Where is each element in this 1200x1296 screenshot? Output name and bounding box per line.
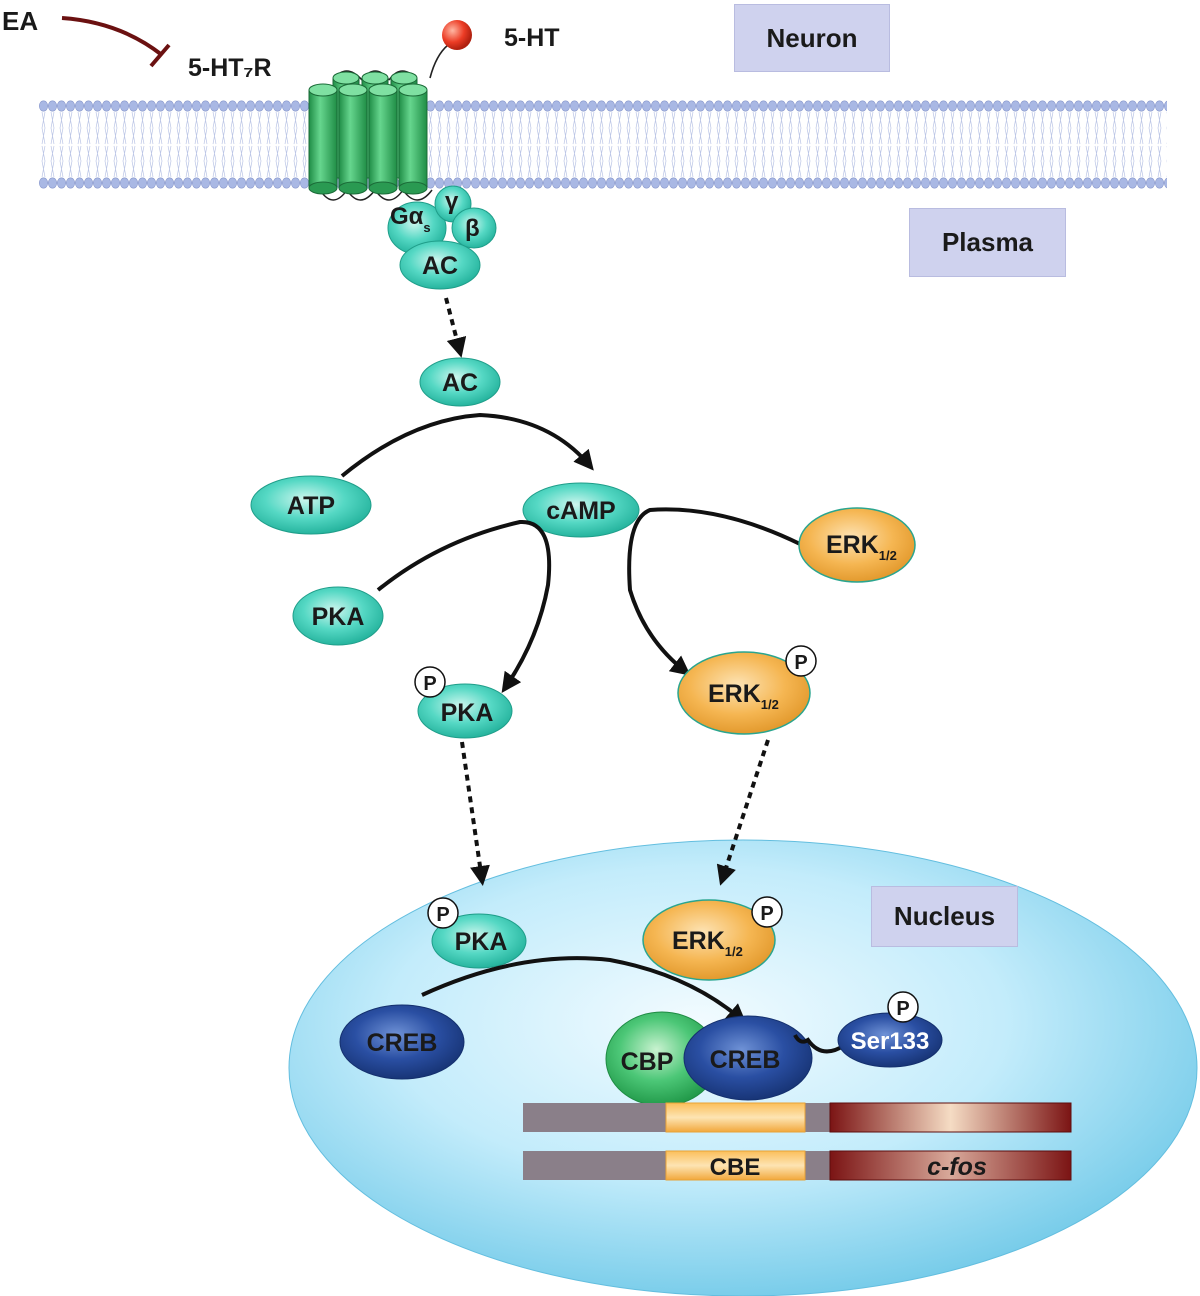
serotonin-ligand — [442, 20, 472, 50]
phospho-badge-nuclear-pka — [427, 897, 459, 929]
creb-label: CREB — [367, 1029, 438, 1057]
dotted-arrow-pka-nucleus — [460, 741, 490, 886]
atp-label: ATP — [287, 492, 335, 520]
erk-phospho-node — [677, 651, 811, 735]
camp-node — [522, 482, 640, 538]
ac-node — [419, 357, 501, 407]
cfos-gene — [829, 1150, 1072, 1181]
dna-upper-strand — [523, 1102, 1072, 1133]
phospho-badge-ser133 — [887, 991, 919, 1023]
dna-lower-strand — [523, 1150, 1072, 1181]
g-beta-subunit — [451, 207, 497, 249]
pka-phospho-node — [417, 683, 513, 739]
phospho-badge-nuclear-pka-label: P — [436, 904, 449, 926]
ea-label: EA — [2, 6, 38, 36]
phospho-badge-nuclear-erk-label: P — [760, 903, 773, 925]
dotted-arrow-erk-nucleus — [716, 739, 770, 886]
pka-node — [292, 586, 384, 646]
plasma-membrane — [39, 99, 1167, 191]
dotted-arrow-ac — [444, 297, 467, 358]
ser133-tether — [793, 1034, 847, 1054]
ea-inhibition-bar — [149, 43, 171, 68]
ligand-label: 5-HT — [504, 24, 560, 52]
nuclear-pka-label: PKA — [455, 928, 508, 956]
g-beta-label: β — [465, 215, 480, 242]
g-alpha-label: Gαs — [390, 203, 431, 235]
erk-phospho-label: ERK1/2 — [708, 680, 779, 712]
arrow-pka-activation — [376, 519, 552, 693]
ac-membrane-label: AC — [422, 252, 458, 280]
phospho-badge-pka-label: P — [423, 673, 436, 695]
phospho-badge-ser133-label: P — [896, 998, 909, 1020]
serotonin-receptor — [308, 44, 449, 201]
ac-membrane-node — [399, 240, 481, 290]
phospho-badge-erk — [785, 645, 817, 677]
cfos-label: c-fos — [927, 1153, 987, 1181]
erk-label: ERK1/2 — [826, 531, 897, 563]
phospho-badge-erk-label: P — [794, 652, 807, 674]
nuclear-erk-label: ERK1/2 — [672, 927, 743, 959]
nuclear-pka-node — [431, 913, 527, 969]
arrow-creb-activation — [421, 956, 747, 1024]
arrow-erk-activation — [627, 507, 801, 676]
g-gamma-label: γ — [445, 188, 459, 215]
nuclear-erk-node — [642, 899, 776, 981]
cbe-label: CBE — [710, 1154, 761, 1181]
erk-node — [798, 507, 916, 583]
g-protein: Gαs γ β — [387, 185, 497, 255]
camp-label: cAMP — [546, 497, 615, 525]
phospho-badge-pka — [414, 666, 446, 698]
pka-phospho-label: PKA — [441, 699, 494, 727]
cbp-label: CBP — [621, 1048, 674, 1076]
pka-label: PKA — [312, 603, 365, 631]
receptor-label: 5-HT₇R — [188, 54, 272, 82]
ea-inhibition-line — [61, 16, 164, 57]
ser133-label: Ser133 — [851, 1028, 930, 1055]
bound-creb-node — [683, 1015, 813, 1101]
nucleus-label-box: Nucleus — [871, 886, 1018, 947]
plasma-label-box: Plasma — [909, 208, 1066, 277]
neuron-label-box: Neuron — [734, 4, 890, 72]
creb-node — [339, 1004, 465, 1080]
atp-node — [250, 475, 372, 535]
phospho-badge-nuclear-erk — [751, 896, 783, 928]
ac-label: AC — [442, 369, 478, 397]
cbe-element — [665, 1150, 806, 1181]
arrow-atp-to-camp — [340, 412, 594, 478]
bound-creb-label: CREB — [710, 1046, 781, 1074]
